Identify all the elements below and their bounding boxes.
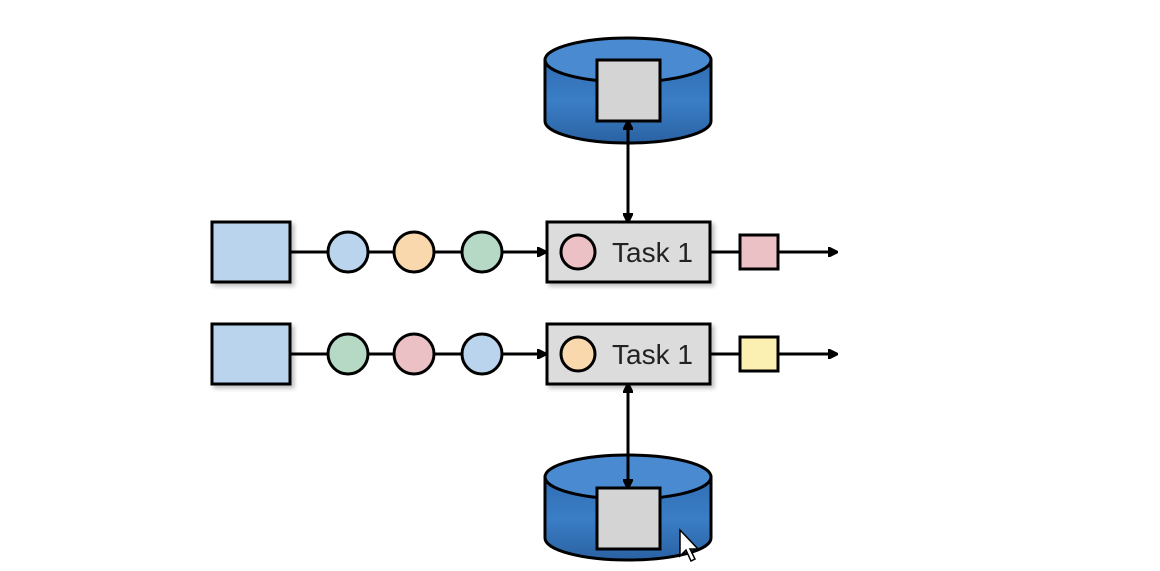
queue-event-circle: [326, 230, 370, 274]
output-event-square: [738, 233, 780, 271]
queue-event-circle: [460, 332, 504, 376]
output-event-square: [738, 335, 780, 373]
task-event-circle: [559, 233, 597, 271]
state-item-square: [595, 58, 662, 123]
queue-event-circle: [460, 230, 504, 274]
pipeline-row: Task 1: [210, 322, 836, 386]
source-square: [210, 322, 292, 386]
queue-event-circle: [392, 230, 436, 274]
mouse-cursor-icon: [679, 528, 700, 563]
top-state-store: [543, 36, 713, 221]
queue-event-circle: [326, 332, 370, 376]
task-label: Task 1: [612, 237, 693, 268]
source-square: [210, 220, 292, 284]
queue-event-circle: [392, 332, 436, 376]
bottom-state-store: [543, 385, 713, 562]
pipeline-row: Task 1: [210, 220, 836, 284]
state-item-square: [595, 486, 662, 551]
task-event-circle: [559, 335, 597, 373]
task-label: Task 1: [612, 339, 693, 370]
